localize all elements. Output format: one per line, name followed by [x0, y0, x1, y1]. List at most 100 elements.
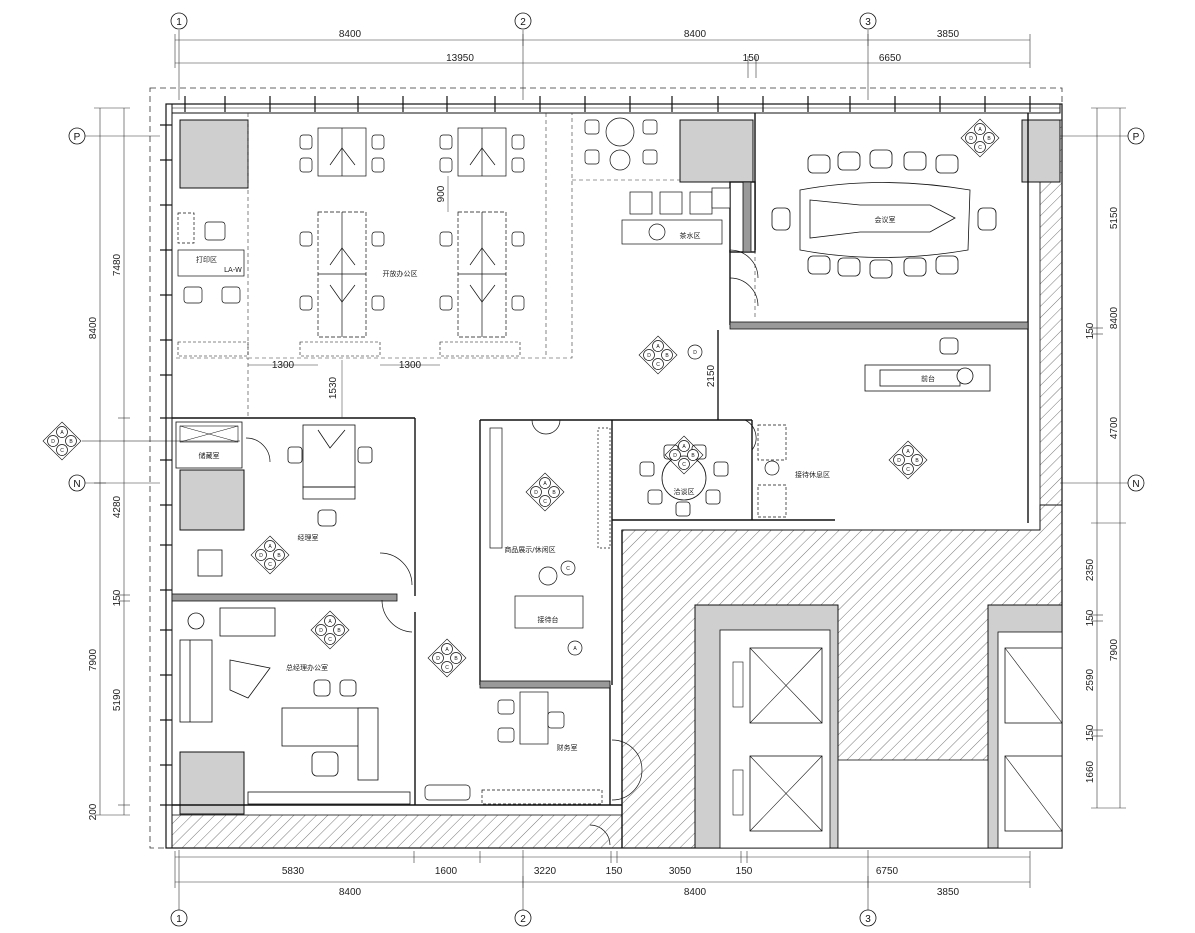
- elevation-tag-corridor: A B C D: [427, 638, 467, 678]
- partition-finance: [479, 680, 611, 689]
- tag-letter: A: [328, 619, 332, 625]
- axis-bubble-3-bottom: 3: [859, 909, 877, 927]
- tag-letter: A: [60, 430, 64, 436]
- dim-right-inner-5: 150: [1085, 609, 1096, 626]
- dimension-lines: [94, 34, 1126, 888]
- curtain-wall-top: [171, 103, 1061, 114]
- workstation-cluster-3: [299, 211, 385, 338]
- dim-left-inner-3: 150: [112, 589, 123, 606]
- tag-letter: D: [897, 458, 901, 464]
- tag-letter: D: [534, 490, 538, 496]
- single-tag-lobby: D: [687, 344, 703, 360]
- tag-letter: D: [259, 553, 263, 559]
- tag-letter: C: [445, 665, 449, 671]
- tag-letter: B: [552, 490, 556, 496]
- room-label-manager: 经理室: [298, 533, 319, 542]
- dim-top2-2: 150: [743, 53, 760, 64]
- axis-label: 2: [520, 17, 526, 28]
- interior-dim-lines: [248, 176, 719, 418]
- tag-letter: A: [573, 646, 577, 652]
- dim-bottom-6: 150: [736, 866, 753, 877]
- dim-right-inner-3: 4700: [1109, 416, 1120, 439]
- elevation-tag-manager: A B C D: [250, 535, 290, 575]
- room-label-printer: 打印区: [196, 255, 217, 264]
- gm-office-furniture: [179, 607, 411, 805]
- dim-left-outer-1: 8400: [88, 316, 99, 339]
- single-tag-display-2: A: [567, 640, 583, 656]
- tag-letter: A: [682, 444, 686, 450]
- dim-right-inner-6: 2590: [1085, 668, 1096, 691]
- display-furniture: [489, 427, 611, 629]
- tag-letter: C: [978, 145, 982, 151]
- axis-label: 1: [176, 17, 182, 28]
- doors: [245, 249, 759, 846]
- axis-label: P: [74, 132, 81, 143]
- tag-letter: B: [69, 439, 73, 445]
- manager-desk: [197, 424, 373, 577]
- dim-bottom-5: 3050: [669, 866, 692, 877]
- axis-bubble-n-right: N: [1127, 474, 1145, 492]
- dim-bottom2-2: 8400: [684, 887, 707, 898]
- tag-letter: C: [328, 637, 332, 643]
- storage-room: [175, 421, 243, 469]
- room-label-display: 商品展示/休闲区: [504, 545, 555, 554]
- axis-bubble-p-left: P: [68, 127, 86, 145]
- partition-tea: [742, 181, 752, 253]
- negotiation-table: [639, 444, 729, 517]
- room-label-tea: 茶水区: [680, 231, 701, 240]
- dim-left-inner-4: 5190: [112, 688, 123, 711]
- axis-label: 3: [865, 914, 871, 925]
- elevation-tag-negotiation: A B C D: [664, 435, 704, 475]
- front-desk: [864, 337, 991, 392]
- workstation-cluster-4: [439, 211, 525, 338]
- tag-letter: C: [656, 362, 660, 368]
- dim-bottom-3: 3220: [534, 866, 557, 877]
- room-label-gm: 总经理办公室: [286, 663, 328, 672]
- tag-letter: A: [906, 449, 910, 455]
- axis-label: 1: [176, 914, 182, 925]
- tag-letter: B: [915, 458, 919, 464]
- dim-right-outer-2: 7900: [1109, 638, 1120, 661]
- room-label-open-office: 开放办公区: [383, 269, 418, 278]
- tag-letter: A: [656, 344, 660, 350]
- elevator-core-right: [987, 604, 1063, 849]
- dim-interior-1300-a: 1300: [272, 360, 295, 371]
- dim-top2-3: 6650: [879, 53, 902, 64]
- tag-letter: D: [693, 350, 697, 356]
- axis-bubble-2-bottom: 2: [514, 909, 532, 927]
- left-wall-mullions: [160, 124, 172, 806]
- tag-letter: B: [454, 656, 458, 662]
- tag-letter: C: [60, 448, 64, 454]
- dim-bottom2-1: 8400: [339, 887, 362, 898]
- tag-letter: D: [319, 628, 323, 634]
- dim-left-inner-1: 7480: [112, 253, 123, 276]
- tag-letter: B: [987, 136, 991, 142]
- dim-bottom2-3: 3850: [937, 887, 960, 898]
- workstation-cluster-2: [439, 127, 525, 177]
- dim-right-inner-8: 1660: [1085, 760, 1096, 783]
- room-label-reception: 接待休息区: [795, 470, 830, 479]
- partition-manager: [171, 593, 398, 602]
- elevation-tag-gm: A B C D: [310, 610, 350, 650]
- dim-right-inner-7: 150: [1085, 724, 1096, 741]
- tag-letter: B: [337, 628, 341, 634]
- room-label-front-desk: 前台: [921, 374, 935, 383]
- axis-label: P: [1133, 132, 1140, 143]
- tag-letter: D: [673, 453, 677, 459]
- axis-label: 3: [865, 17, 871, 28]
- tag-letter: B: [277, 553, 281, 559]
- elevator-core-left: [694, 604, 839, 849]
- axis-label: N: [1132, 479, 1139, 490]
- round-table-top: [584, 117, 658, 171]
- dim-interior-1530: 1530: [328, 376, 339, 399]
- room-label-finance: 财务室: [557, 743, 578, 752]
- tea-bar: [621, 187, 731, 245]
- stair-area: [837, 759, 989, 849]
- dim-top-3: 3850: [937, 29, 960, 40]
- elevation-tag-lobby: A B C D: [638, 335, 678, 375]
- dim-right-inner-4: 2350: [1085, 558, 1096, 581]
- dim-top-2: 8400: [684, 29, 707, 40]
- storage-cabinets-open-office: [177, 341, 521, 357]
- tag-letter: D: [969, 136, 973, 142]
